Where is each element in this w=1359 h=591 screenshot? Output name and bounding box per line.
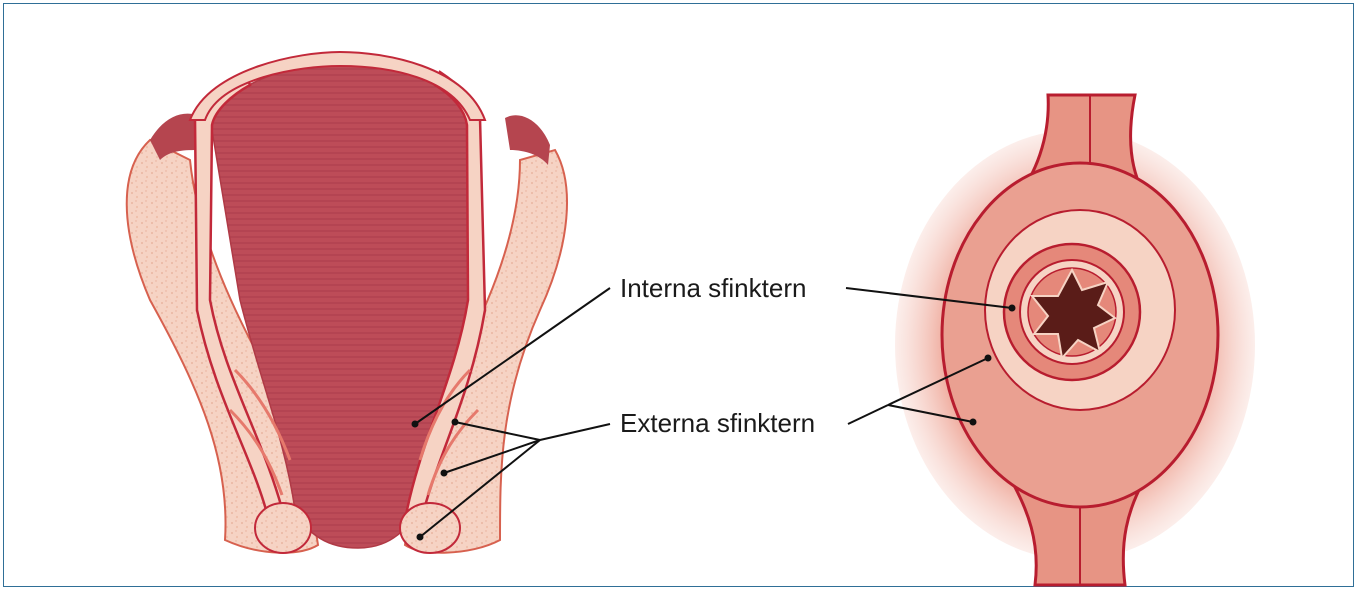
label-internal-sphincter: Interna sfinktern [620,275,806,301]
label-external-sphincter: Externa sfinktern [620,410,815,436]
leader-external-right-a [848,405,888,424]
cross-section [895,95,1255,585]
longitudinal-section [127,52,567,553]
external-knob-left [255,503,311,553]
leader-external-left-a [540,424,610,440]
